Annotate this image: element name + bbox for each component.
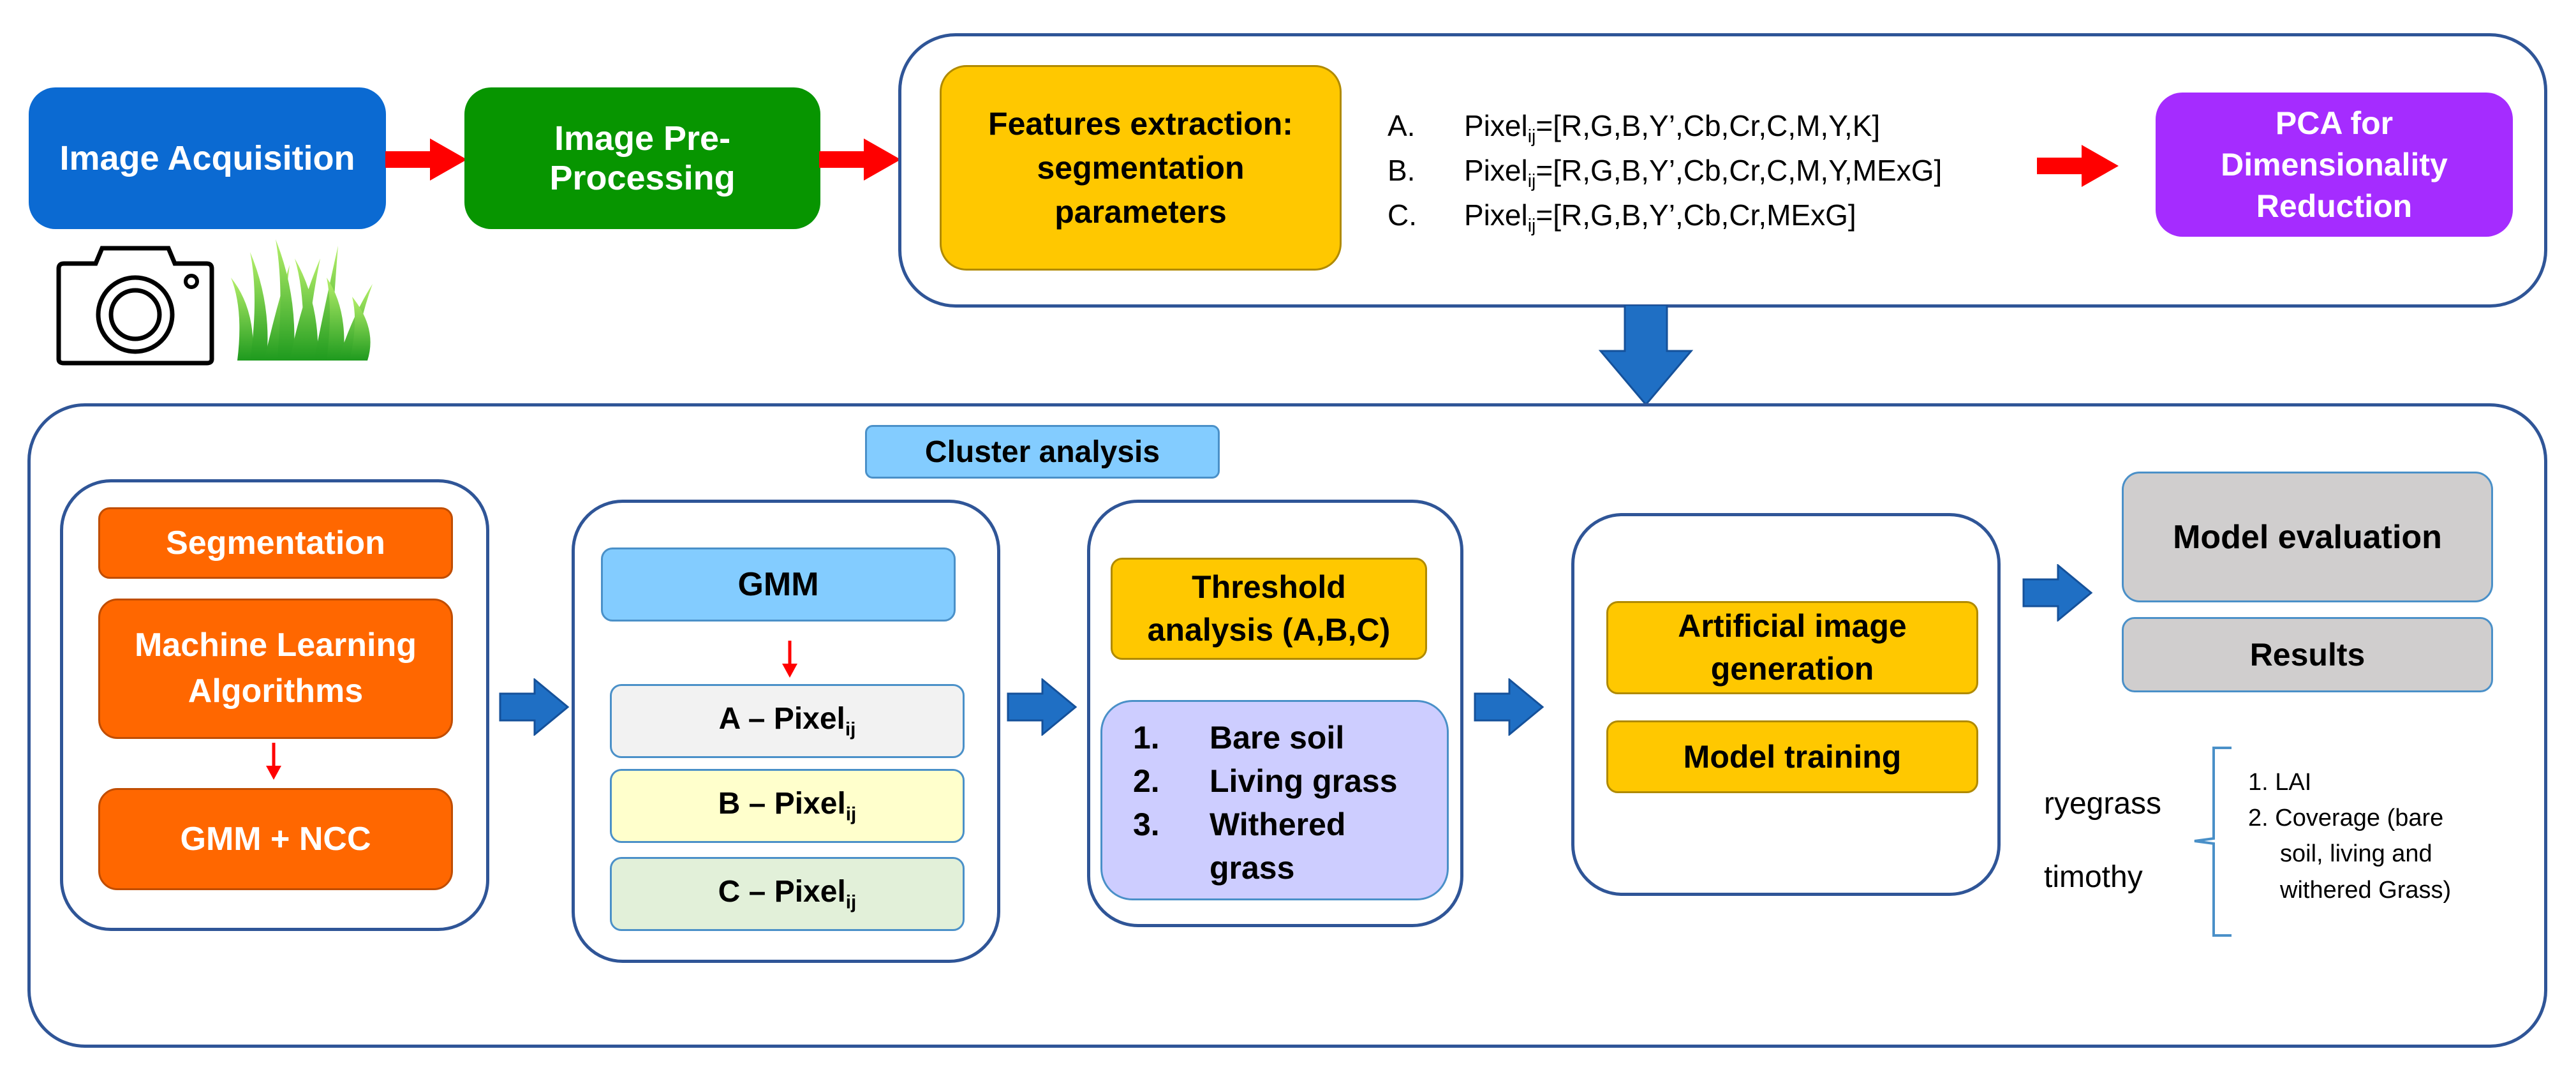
- class-item-1: 1.Bare soil: [1133, 720, 1345, 756]
- pca-label-line2: Dimensionality: [2221, 146, 2448, 182]
- cluster-analysis-title: Cluster analysis: [865, 425, 1220, 479]
- artificial-label-line2: generation: [1710, 651, 1874, 687]
- arrow-right-icon: [819, 138, 901, 181]
- arrow-right-blue-icon: [1474, 678, 1544, 736]
- threshold-label-line2: analysis (A,B,C): [1147, 612, 1391, 648]
- preprocessing-label-line2: Processing: [549, 159, 736, 197]
- features-extraction-box: Features extraction: segmentation parame…: [940, 65, 1342, 271]
- arrow-down-small-icon: [266, 743, 281, 780]
- pixel-b-label: B – Pixelij: [718, 786, 857, 825]
- species-timothy: timothy: [2044, 860, 2143, 894]
- pixel-a-prefix: A – Pixel: [718, 702, 845, 736]
- pca-label-line1: PCA for: [2275, 105, 2394, 141]
- ml-algorithms-box: Machine Learning Algorithms: [98, 599, 453, 739]
- species-ryegrass: ryegrass: [2044, 787, 2162, 821]
- artificial-image-box: Artificial image generation: [1606, 601, 1978, 694]
- model-training-box: Model training: [1606, 720, 1978, 793]
- pixel-a-label: A – Pixelij: [719, 701, 856, 740]
- features-label-line1: Features extraction:: [988, 105, 1293, 142]
- pixel-c-box: C – Pixelij: [610, 857, 965, 931]
- pixel-c-label: C – Pixelij: [718, 874, 857, 913]
- gmm-label: GMM: [737, 566, 819, 603]
- formula-c-prefix: Pixel: [1464, 198, 1528, 232]
- formula-a-prefix: Pixel: [1464, 109, 1528, 142]
- formula-b-sub: ij: [1527, 170, 1536, 191]
- pixel-b-box: B – Pixelij: [610, 769, 965, 843]
- formula-a-sub: ij: [1527, 126, 1536, 147]
- pixel-a-box: A – Pixelij: [610, 684, 965, 758]
- arrow-right-blue-icon: [1007, 678, 1077, 736]
- artificial-label-line1: Artificial image: [1678, 607, 1907, 644]
- formula-c-rest: =[R,G,B,Y’,Cb,Cr,MExG]: [1536, 198, 1856, 232]
- pixel-c-prefix: C – Pixel: [718, 875, 846, 909]
- brace-icon: [2194, 747, 2232, 937]
- image-acquisition-label: Image Acquisition: [59, 139, 355, 177]
- classes-box: 1.Bare soil 2.Living grass 3.Withered gr…: [1100, 700, 1449, 900]
- class-item-3-cont: grass: [1210, 850, 1295, 886]
- model-evaluation-box: Model evaluation: [2122, 472, 2493, 602]
- pixel-b-prefix: B – Pixel: [718, 787, 846, 821]
- formula-b: B. Pixelij=[R,G,B,Y’,Cb,Cr,C,M,Y,MExG]: [1388, 153, 1942, 192]
- arrow-right-blue-icon: [2022, 564, 2093, 622]
- outputs-list: 1. LAI 2. Coverage (bare soil, living an…: [2248, 764, 2451, 908]
- cluster-analysis-title-text: Cluster analysis: [924, 435, 1160, 469]
- arrow-right-blue-icon: [499, 678, 570, 736]
- formula-b-letter: B.: [1388, 154, 1416, 187]
- formula-b-rest: =[R,G,B,Y’,Cb,Cr,C,M,Y,MExG]: [1536, 154, 1943, 187]
- formula-b-prefix: Pixel: [1464, 154, 1528, 187]
- model-training-label: Model training: [1683, 739, 1902, 775]
- image-acquisition-box: Image Acquisition: [29, 87, 386, 229]
- camera-icon: [56, 246, 214, 366]
- threshold-box: Threshold analysis (A,B,C): [1111, 558, 1427, 660]
- output-item-coverage-line2: soil, living and: [2280, 840, 2432, 868]
- arrow-right-icon: [2037, 145, 2119, 187]
- preprocessing-label-line1: Image Pre-: [554, 119, 731, 158]
- arrow-down-small-icon: [782, 641, 797, 678]
- formula-c-letter: C.: [1388, 198, 1417, 232]
- features-label-line2: segmentation: [1037, 149, 1245, 186]
- formula-c: C. Pixelij=[R,G,B,Y’,Cb,Cr,MExG]: [1388, 198, 1856, 237]
- results-box: Results: [2122, 617, 2493, 692]
- gmm-ncc-label: GMM + NCC: [180, 821, 371, 858]
- pca-label-line3: Reduction: [2256, 188, 2413, 224]
- arrow-right-icon: [385, 138, 467, 181]
- class-item-3: 3.Withered: [1133, 807, 1346, 842]
- output-item-coverage-line3: withered Grass): [2280, 876, 2452, 904]
- features-label-line3: parameters: [1055, 193, 1227, 230]
- class-item-2: 2.Living grass: [1133, 763, 1398, 799]
- segmentation-box: Segmentation: [98, 507, 453, 579]
- gmm-box: GMM: [601, 547, 956, 622]
- arrow-down-icon: [1598, 305, 1694, 406]
- segmentation-label: Segmentation: [166, 525, 385, 562]
- threshold-label-line1: Threshold: [1192, 569, 1346, 605]
- ml-label-line1: Machine Learning: [134, 627, 417, 664]
- formula-a-letter: A.: [1388, 109, 1416, 142]
- training-subpanel: [1571, 513, 2001, 896]
- pixel-c-sub: ij: [845, 891, 857, 913]
- grass-icon: [231, 239, 373, 361]
- pixel-b-sub: ij: [845, 803, 857, 825]
- model-evaluation-label: Model evaluation: [2173, 518, 2442, 556]
- ml-label-line2: Algorithms: [188, 673, 364, 710]
- formula-a: A. Pixelij=[R,G,B,Y’,Cb,Cr,C,M,Y,K]: [1388, 108, 1880, 147]
- formula-c-sub: ij: [1527, 215, 1536, 236]
- output-item-coverage-line1: 2. Coverage (bare: [2248, 805, 2444, 832]
- formula-a-rest: =[R,G,B,Y’,Cb,Cr,C,M,Y,K]: [1536, 109, 1881, 142]
- pca-box: PCA for Dimensionality Reduction: [2156, 93, 2513, 237]
- output-item-lai: 1. LAI: [2248, 769, 2312, 796]
- results-label: Results: [2249, 637, 2365, 673]
- image-preprocessing-box: Image Pre- Processing: [464, 87, 820, 229]
- pixel-a-sub: ij: [845, 719, 856, 740]
- gmm-ncc-box: GMM + NCC: [98, 788, 453, 890]
